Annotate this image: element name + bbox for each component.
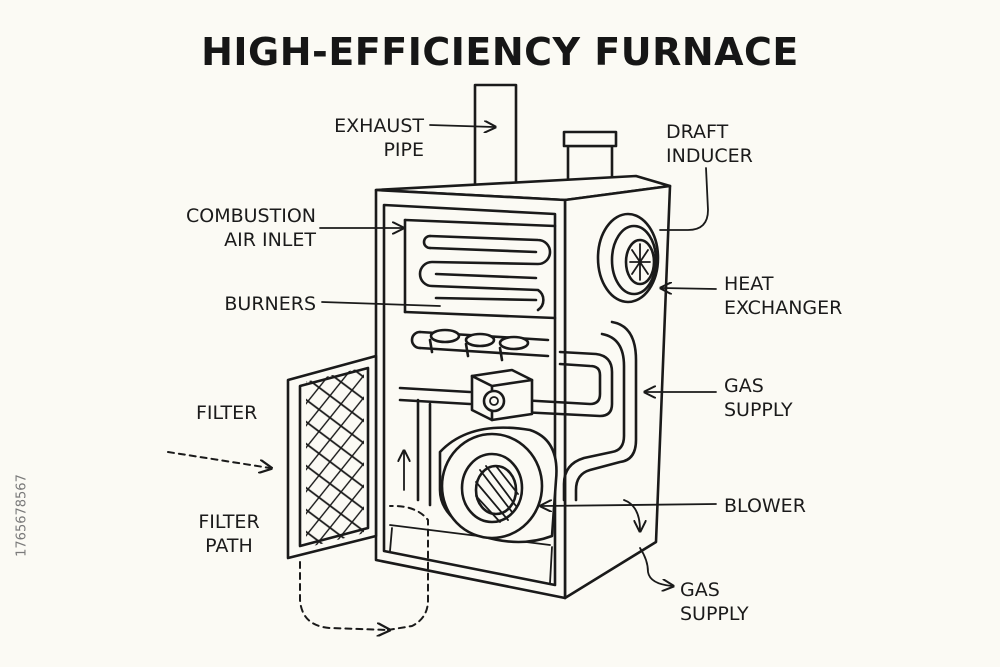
diagram-title: HIGH-EFFICIENCY FURNACE [201,30,799,74]
label-gas-supply-upper: GAS SUPPLY [724,375,793,421]
heat-exchanger-coil [403,218,557,320]
draft-inducer-fan [596,212,660,304]
airflow-paths [167,452,429,630]
label-blower: BLOWER [724,495,806,517]
blower [438,426,558,544]
label-burners: BURNERS [224,293,316,315]
stock-id-watermark: 1765678567 [14,474,30,557]
label-draft-inducer: DRAFT INDUCER [666,121,753,167]
leader-lines [319,125,717,586]
label-combustion-air-inlet: COMBUSTION AIR INLET [186,205,316,251]
label-gas-supply-lower: GAS SUPPLY [680,579,749,625]
label-filter-path: FILTER PATH [198,511,260,557]
exhaust-pipe [473,83,518,195]
gas-supply-pipe [562,320,638,502]
burners [410,328,550,362]
air-filter [286,354,378,560]
label-exhaust-pipe: EXHAUST PIPE [334,115,424,161]
gas-valve [398,350,614,507]
label-heat-exchanger: HEAT EXCHANGER [724,273,843,319]
label-filter: FILTER [196,402,258,424]
